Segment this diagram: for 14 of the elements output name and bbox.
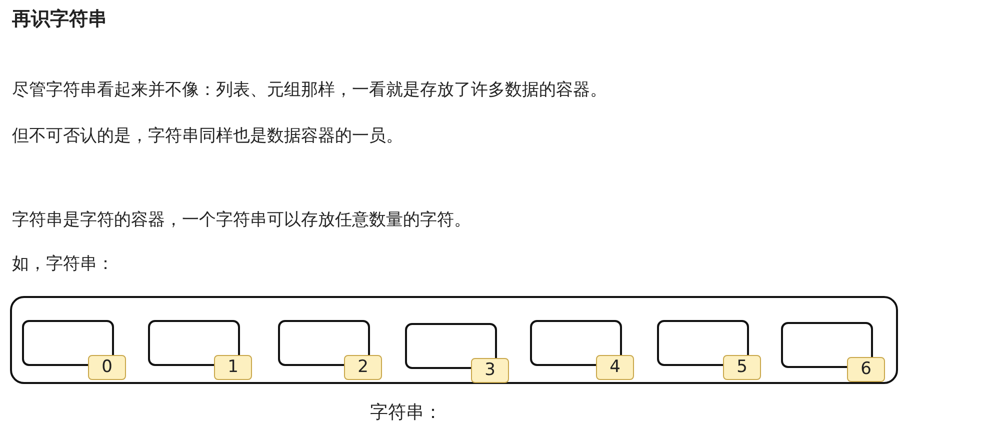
page-heading: 再识字符串 (12, 7, 107, 32)
paragraph-text: 尽管字符串看起来并不像：列表、元组那样，一看就是存放了许多数据的容器。 (12, 79, 607, 101)
index-badge: 3 (471, 358, 509, 383)
index-badge: 0 (88, 355, 126, 380)
index-badge: 4 (596, 355, 634, 380)
diagram-caption: 字符串： (370, 401, 442, 424)
index-badge: 6 (847, 357, 885, 382)
string-container-box (10, 296, 898, 384)
index-badge: 5 (723, 355, 761, 380)
paragraph-text: 但不可否认的是，字符串同样也是数据容器的一员。 (12, 125, 403, 147)
paragraph-text: 如，字符串： (12, 253, 114, 275)
paragraph-text: 字符串是字符的容器，一个字符串可以存放任意数量的字符。 (12, 209, 471, 231)
index-badge: 1 (214, 355, 252, 380)
index-badge: 2 (344, 355, 382, 380)
